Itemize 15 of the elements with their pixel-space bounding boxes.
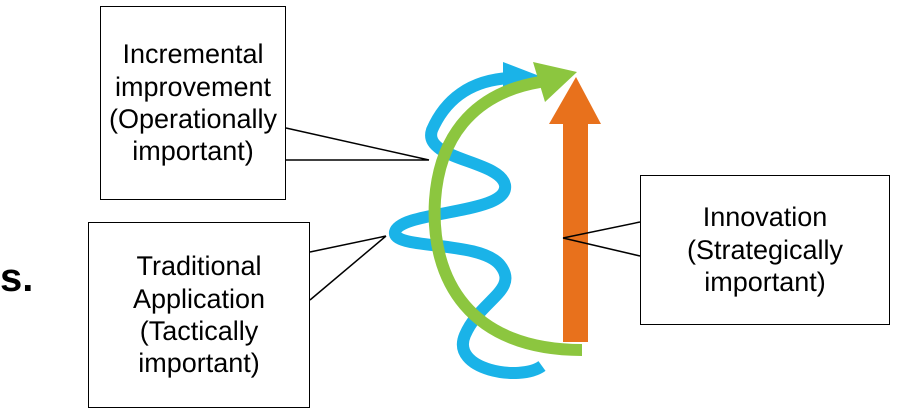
leader-line (285, 127, 430, 161)
callout-text: (Tactically important) (137, 315, 261, 380)
leader-line (562, 221, 641, 257)
callout-text: Traditional Application (132, 250, 266, 315)
leader-line (309, 235, 387, 301)
callout-box (88, 222, 310, 408)
callout-box (100, 6, 286, 200)
callout-text: Innovation (702, 201, 828, 234)
callout-text: (Operationally important) (108, 103, 278, 168)
curved-arrow (428, 60, 583, 358)
callout-text: (Strategically important) (686, 234, 844, 299)
callout-text: Incremental improvement (114, 38, 272, 103)
upward-arrow-drawing (548, 76, 602, 342)
partial-word: s. (0, 258, 34, 298)
callout-box (640, 175, 890, 325)
